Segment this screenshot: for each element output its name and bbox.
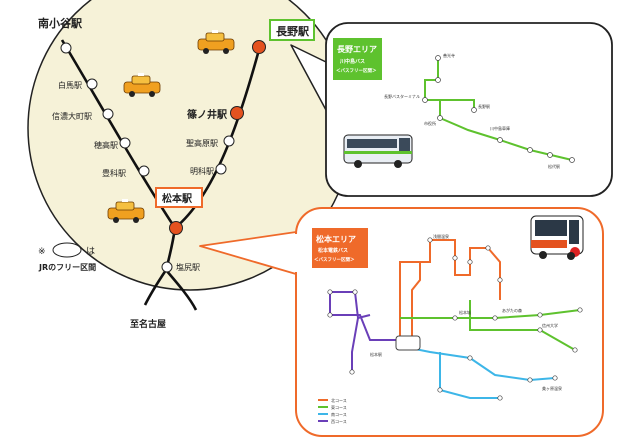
matsumoto-stop-label: 松本城 xyxy=(459,309,471,315)
chuo-line-branch xyxy=(165,269,198,311)
nagano-area-badge xyxy=(333,38,382,80)
nagano-stop-label: 長野バスターミナル xyxy=(384,93,420,99)
nagano-stop-label: 善光寺 xyxy=(443,52,455,58)
route-legend-label: 西コース xyxy=(331,419,347,424)
label-hakuba: 白馬駅 xyxy=(58,80,82,90)
label-shiojiri: 塩尻駅 xyxy=(176,262,200,272)
label-minami-otari: 南小谷駅 xyxy=(38,16,82,30)
matsumoto-stop-label: 松本駅 xyxy=(370,351,382,357)
bus-illustration xyxy=(530,215,584,260)
matsumoto-stop-label: あがたの森 xyxy=(502,307,522,313)
label-toyoshina: 豊科駅 xyxy=(102,168,126,178)
station-dot-shiojiri xyxy=(161,261,173,273)
matsumoto-stop-label: 美ヶ原温泉 xyxy=(542,385,562,391)
label-hotaka: 穂高駅 xyxy=(94,140,118,150)
matsumoto-area-badge xyxy=(312,228,368,268)
matsumoto-badge-title: 松本エリア xyxy=(316,234,356,244)
station-dot-matsumoto xyxy=(169,221,183,235)
nagano-label-box xyxy=(269,19,315,41)
station-dot-hakuba xyxy=(86,78,98,90)
label-matsumoto: 松本駅 xyxy=(162,192,193,205)
route-east-2 xyxy=(469,300,576,351)
matsumoto-stop-label: 浅間温泉 xyxy=(433,233,449,239)
route-north-2 xyxy=(411,262,421,340)
route-south-2 xyxy=(439,352,500,399)
route-legend: 北コース 東コース 南コース 西コース xyxy=(318,397,347,424)
station-dot-hotaka xyxy=(119,137,131,149)
taxi-icon xyxy=(107,199,145,223)
label-shinano-omachi: 信濃大町駅 xyxy=(52,111,92,121)
nagano-badge-title: 長野エリア xyxy=(337,45,377,54)
matsumoto-stop-label: 信州大学 xyxy=(542,322,558,328)
legend-circle-sample xyxy=(52,242,82,258)
station-dot-nagano xyxy=(252,40,266,54)
taxi-icon xyxy=(197,30,235,54)
nagano-stop-label: 長野駅 xyxy=(478,103,490,109)
route-legend-label: 北コース xyxy=(331,397,347,403)
route-south xyxy=(399,345,556,382)
route-west-2 xyxy=(357,314,371,319)
route-legend-label: 東コース xyxy=(331,404,347,410)
label-akashina: 明科駅 xyxy=(190,166,214,176)
station-dot-hijirikogen xyxy=(223,135,235,147)
station-dot-minami-otari xyxy=(60,42,72,54)
station-dot-shinano-omachi xyxy=(102,108,114,120)
label-to-nagoya: 至名古屋 xyxy=(130,318,166,330)
taxi-icon xyxy=(123,73,161,97)
label-shinonoi: 篠ノ井駅 xyxy=(187,108,228,121)
matsumoto-station-hub xyxy=(395,335,421,351)
legend-prefix: ※ xyxy=(38,247,46,257)
matsumoto-label-box xyxy=(155,187,203,208)
nagano-bus-route-branch xyxy=(425,99,475,110)
matsumoto-badge-sub1: 松本電鉄バス xyxy=(318,247,348,254)
station-dot-shinonoi xyxy=(230,106,244,120)
legend-line2: JRのフリー区間 xyxy=(38,263,96,272)
shinonoi-line xyxy=(174,45,262,230)
station-dot-akashina xyxy=(215,163,227,175)
nagano-badge-sub1: 川中島バス xyxy=(339,58,365,65)
route-legend-label: 南コース xyxy=(331,411,347,417)
nagano-badge-sub2: ＜バスフリー区間＞ xyxy=(336,67,377,74)
legend-suffix: は xyxy=(86,246,95,257)
nagano-stop-label: 市役所 xyxy=(424,120,436,126)
matsumoto-badge-sub2: ＜バスフリー区間＞ xyxy=(314,256,355,263)
nagano-stop-dots xyxy=(422,55,575,163)
station-dot-toyoshina xyxy=(138,165,150,177)
label-nagano: 長野駅 xyxy=(276,25,309,38)
nagano-stop-label: 川中島車庫 xyxy=(490,125,510,131)
bus-illustration xyxy=(343,134,413,168)
nagano-stop-label: 松代駅 xyxy=(548,163,560,169)
matsumoto-stop-dots xyxy=(327,237,583,401)
label-hijirikogen: 聖高原駅 xyxy=(186,138,218,148)
nagano-bus-route xyxy=(424,58,573,161)
